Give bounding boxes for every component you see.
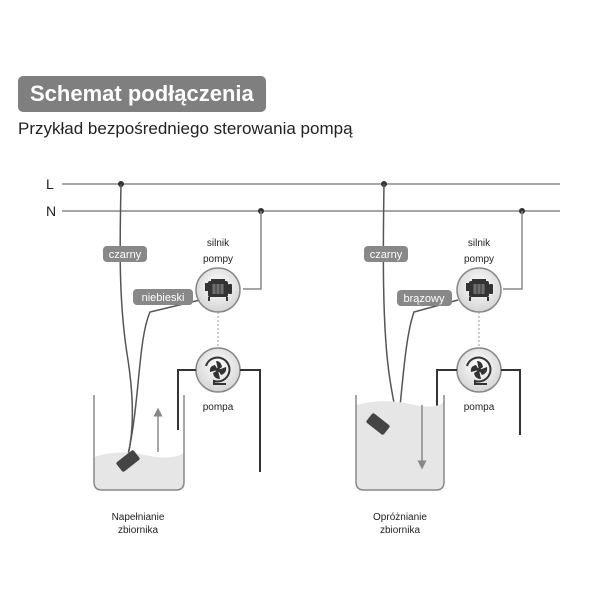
svg-text:niebieski: niebieski <box>142 292 185 304</box>
outlet-pipe <box>501 369 521 435</box>
neutral-line-label: N <box>46 203 56 219</box>
right-scheme: czarny brązowy silnik pompy pompa Opróżn… <box>355 181 525 536</box>
live-line-label: L <box>46 176 54 192</box>
tank <box>93 395 185 491</box>
caption-line2: zbiornika <box>380 525 420 536</box>
float-cable-black <box>119 183 134 456</box>
motor-label-line2: pompy <box>464 254 494 265</box>
motor-label-line2: pompy <box>203 254 233 265</box>
pump-label: pompa <box>203 402 234 413</box>
water-level <box>94 452 184 490</box>
svg-text:brązowy: brązowy <box>404 293 445 305</box>
neutral-drop-wire <box>243 211 262 290</box>
wire-label-blue: niebieski <box>133 289 193 305</box>
section-title: Schemat podłączenia <box>30 81 254 106</box>
outlet-pipe <box>240 369 261 472</box>
tank <box>355 395 445 491</box>
power-lines: L N <box>46 176 560 219</box>
inlet-pipe <box>177 369 196 430</box>
wire-label-black: czarny <box>103 246 147 262</box>
caption-line2: zbiornika <box>118 525 158 536</box>
left-scheme: czarny niebieski silnik pompy pompa Nape… <box>93 181 264 536</box>
svg-text:czarny: czarny <box>370 249 403 261</box>
caption-line1: Napełnianie <box>112 512 165 523</box>
wire-label-brown: brązowy <box>397 290 452 306</box>
pump-label: pompa <box>464 402 495 413</box>
section-title-badge: Schemat podłączenia <box>18 76 266 112</box>
subtitle: Przykład bezpośredniego sterowania pompą <box>18 119 353 138</box>
motor-label-line1: silnik <box>468 238 491 249</box>
water-level <box>356 401 444 490</box>
motor-label-line1: silnik <box>207 238 230 249</box>
wire-label-black: czarny <box>364 246 408 262</box>
svg-text:czarny: czarny <box>109 249 142 261</box>
float-cable-blue <box>127 299 201 456</box>
caption-line1: Opróżnianie <box>373 512 427 523</box>
float-switch <box>116 450 140 472</box>
neutral-drop-wire <box>503 211 523 290</box>
float-switch <box>366 413 390 435</box>
